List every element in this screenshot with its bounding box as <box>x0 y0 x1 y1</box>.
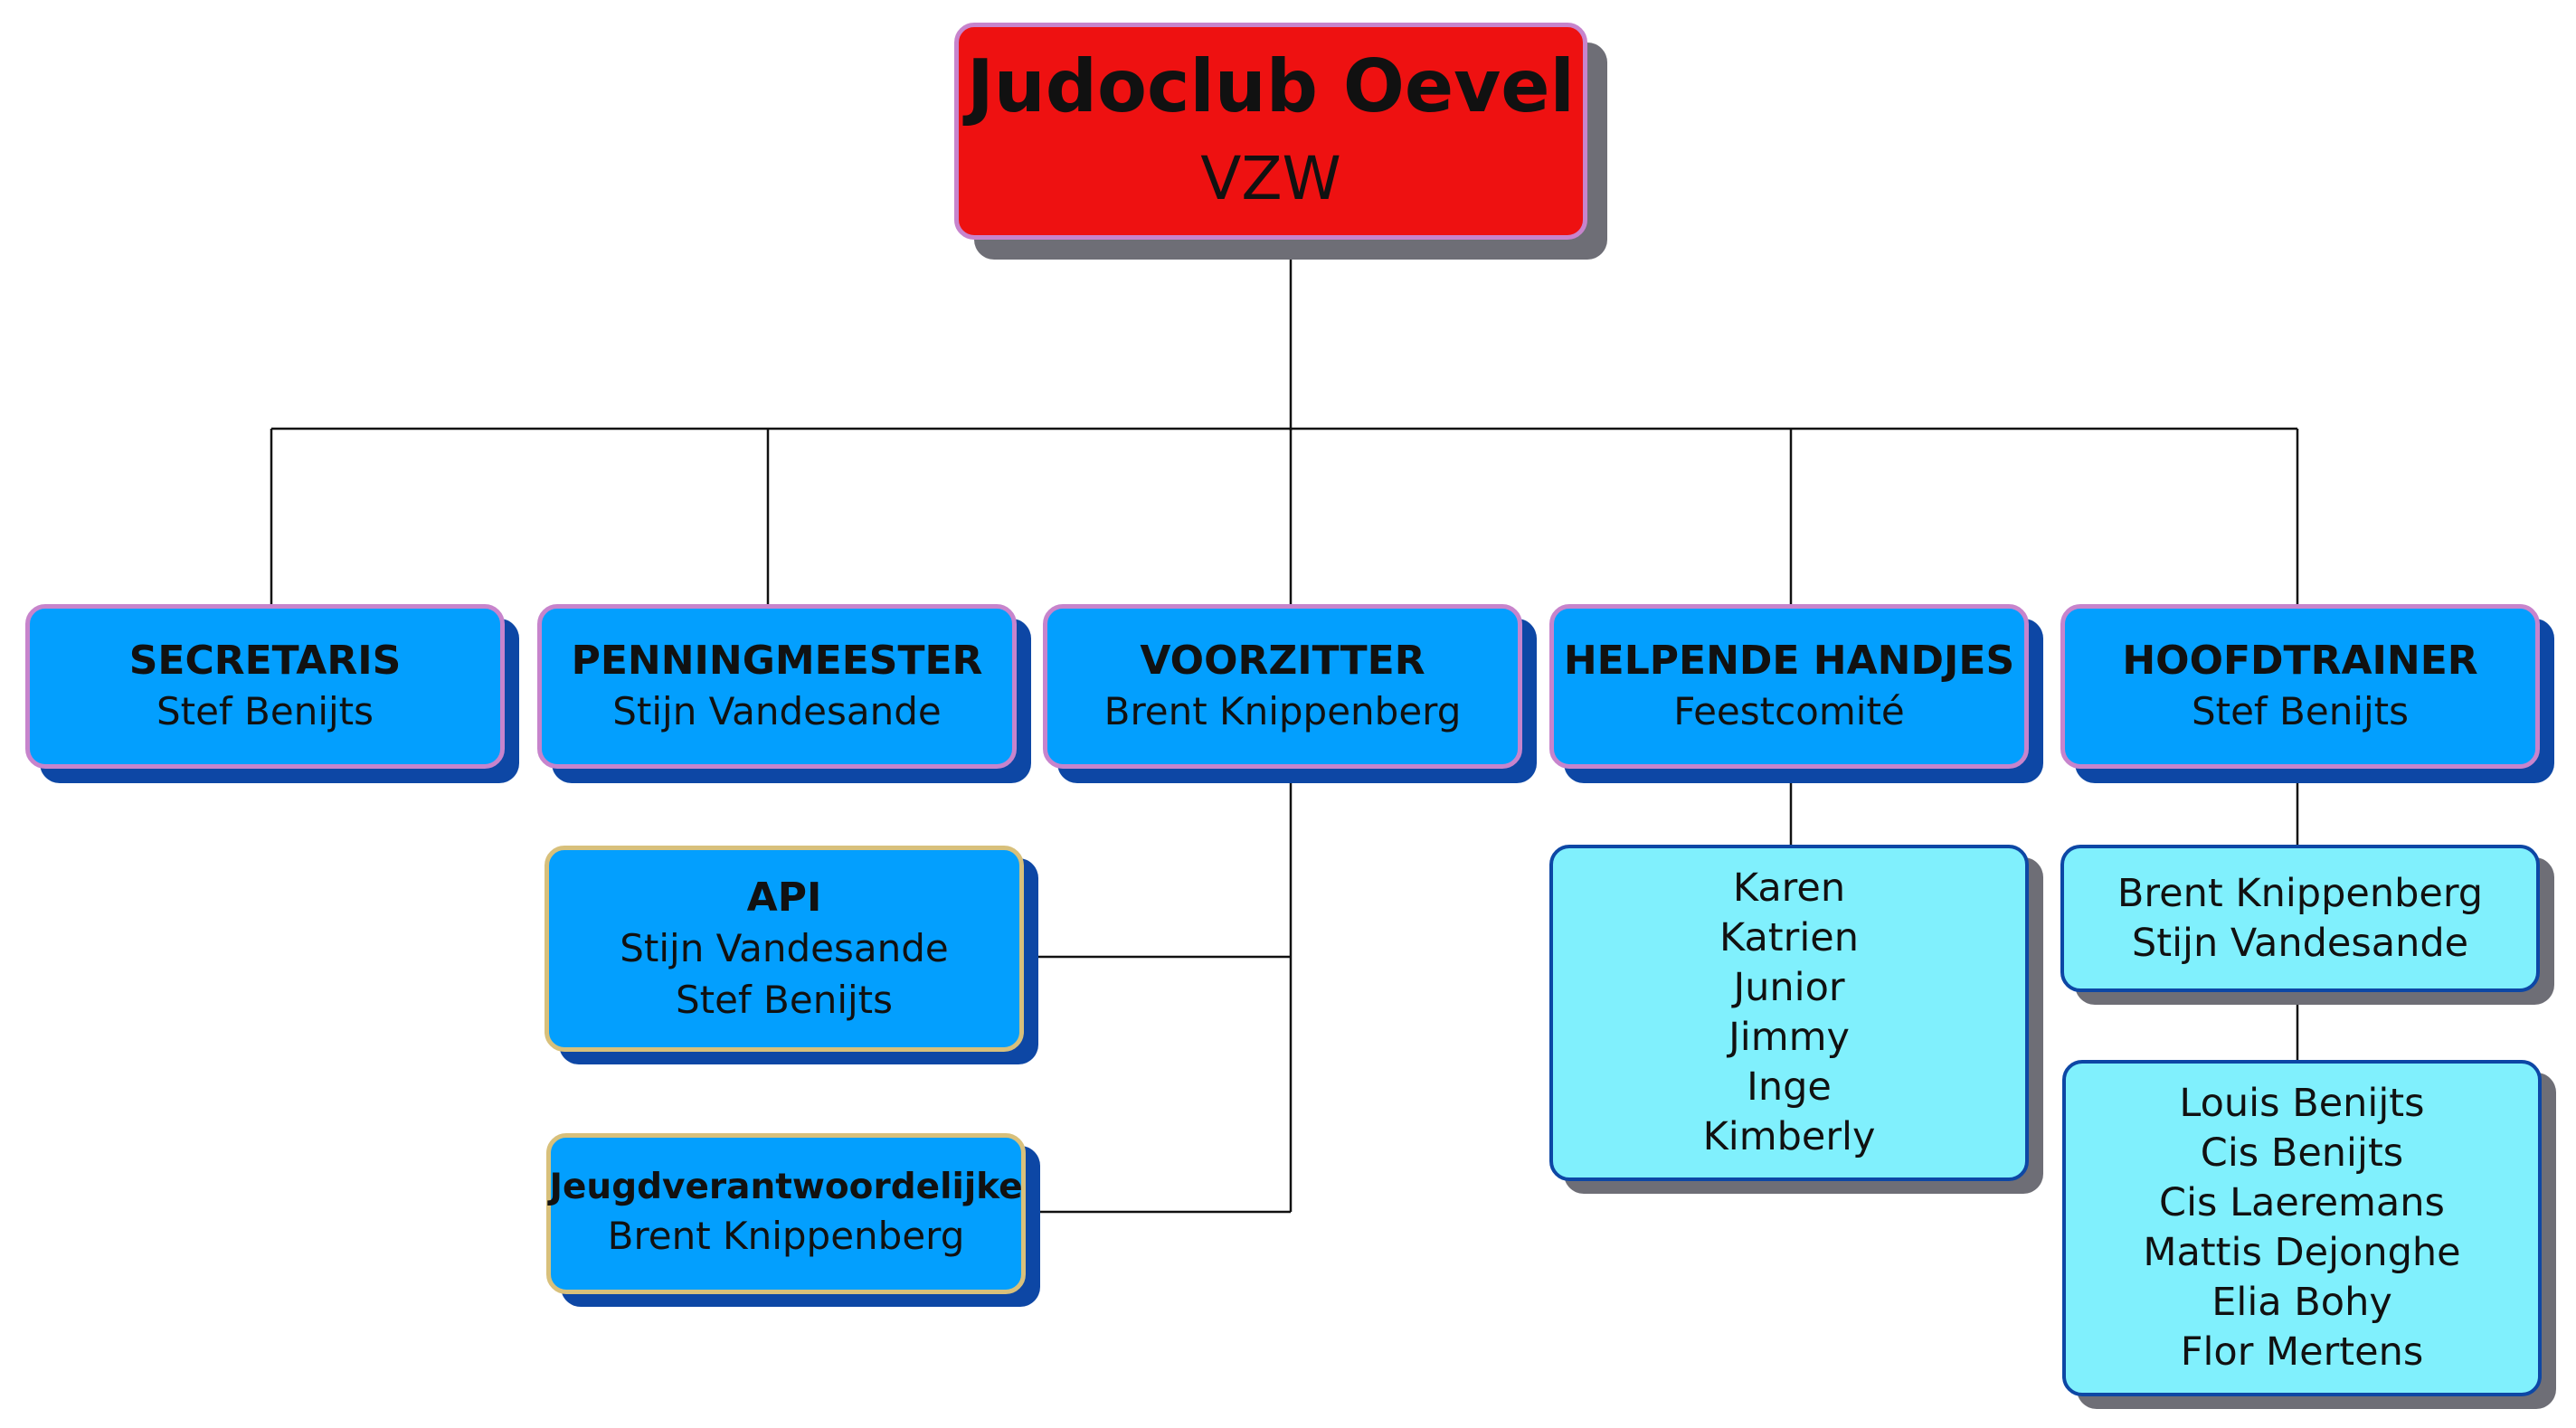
role-person: Brent Knippenberg <box>607 1214 965 1258</box>
trainers-box: Louis Benijts Cis Benijts Cis Laeremans … <box>2062 1060 2542 1396</box>
list-item: Inge <box>1747 1064 1832 1110</box>
list-item: Elia Bohy <box>2211 1280 2392 1325</box>
role-voorzitter: VOORZITTER Brent Knippenberg <box>1043 604 1522 769</box>
role-title: Jeugdverantwoordelijke <box>549 1167 1023 1208</box>
list-item: Jimmy <box>1728 1015 1850 1060</box>
role-helpende-handjes: HELPENDE HANDJES Feestcomité <box>1549 604 2029 769</box>
list-item: Kimberly <box>1702 1114 1876 1159</box>
role-person: Brent Knippenberg <box>1103 689 1462 734</box>
list-item: Junior <box>1733 965 1845 1010</box>
list-item: Cis Benijts <box>2200 1130 2404 1176</box>
list-item: Karen <box>1732 865 1846 911</box>
list-item: Mattis Dejonghe <box>2143 1230 2461 1275</box>
role-hoofdtrainer: HOOFDTRAINER Stef Benijts <box>2060 604 2540 769</box>
role-person: Stef Benijts <box>675 977 894 1022</box>
list-item: Flor Mertens <box>2180 1329 2424 1375</box>
org-subtitle: VZW <box>1200 143 1341 213</box>
assistant-trainers-box: Brent Knippenberg Stijn Vandesande <box>2060 845 2540 992</box>
role-title: HELPENDE HANDJES <box>1563 638 2015 685</box>
role-secretaris: SECRETARIS Stef Benijts <box>25 604 505 769</box>
role-jeugdverantwoordelijke: Jeugdverantwoordelijke Brent Knippenberg <box>546 1133 1026 1294</box>
role-title: HOOFDTRAINER <box>2122 638 2478 685</box>
org-title: Judoclub Oevel <box>967 43 1575 128</box>
list-item: Stijn Vandesande <box>2131 920 2469 966</box>
org-root-node: Judoclub Oevel VZW <box>954 23 1587 240</box>
feestcomite-members-box: Karen Katrien Junior Jimmy Inge Kimberly <box>1549 845 2029 1181</box>
role-title: SECRETARIS <box>128 638 402 685</box>
role-penningmeester: PENNINGMEESTER Stijn Vandesande <box>537 604 1017 769</box>
role-title: PENNINGMEESTER <box>571 638 983 685</box>
role-person: Feestcomité <box>1673 689 1905 734</box>
role-person: Stijn Vandesande <box>612 689 942 734</box>
list-item: Brent Knippenberg <box>2117 870 2484 916</box>
role-title: VOORZITTER <box>1140 638 1425 685</box>
list-item: Katrien <box>1719 915 1859 960</box>
list-item: Cis Laeremans <box>2159 1180 2445 1225</box>
role-title: API <box>746 874 822 921</box>
role-api: API Stijn Vandesande Stef Benijts <box>545 846 1024 1052</box>
role-person: Stef Benijts <box>156 689 374 734</box>
role-person: Stef Benijts <box>2191 689 2410 734</box>
list-item: Louis Benijts <box>2179 1081 2425 1126</box>
role-person: Stijn Vandesande <box>620 925 949 970</box>
